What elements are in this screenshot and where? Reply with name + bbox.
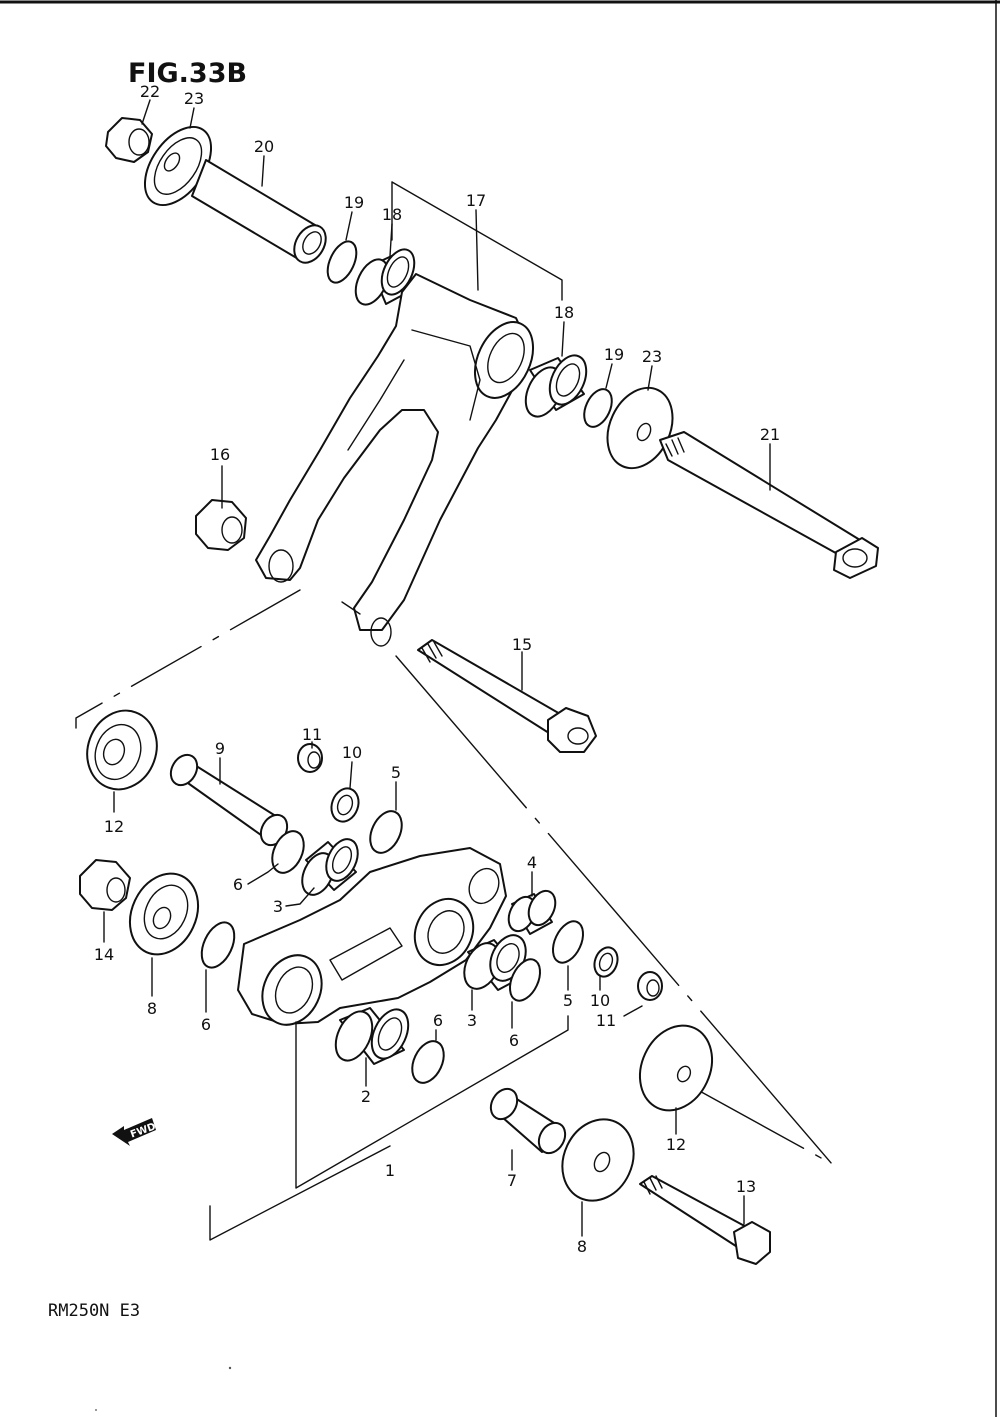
part-19-o-ring-left xyxy=(326,240,358,284)
part-2-bearing xyxy=(334,1007,410,1065)
part-11-cap-lower xyxy=(637,971,663,1001)
callout-6-right: 6 xyxy=(509,1031,519,1050)
callout-16: 16 xyxy=(210,445,230,464)
scan-speck xyxy=(95,1409,97,1411)
callout-5-right: 5 xyxy=(563,991,573,1010)
callout-14: 14 xyxy=(94,945,114,964)
part-22-nut xyxy=(105,117,153,163)
part-21-bolt xyxy=(659,431,879,579)
part-9-spacer xyxy=(169,753,289,847)
part-6-o-ring-left xyxy=(200,921,236,969)
part-15-bolt xyxy=(417,639,597,753)
callout-5-upper: 5 xyxy=(391,763,401,782)
part-13-bolt xyxy=(639,1175,771,1265)
figure-title: FIG.33B xyxy=(128,58,247,89)
callout-8-left: 8 xyxy=(147,999,157,1018)
part-6-o-ring-upper-left xyxy=(271,830,305,874)
bracket-1 xyxy=(209,1015,569,1241)
callout-12-right: 12 xyxy=(666,1135,686,1154)
assembly-line-arrow xyxy=(341,601,361,615)
callout-6-left: 6 xyxy=(201,1015,211,1034)
callout-4: 4 xyxy=(527,853,537,872)
part-8-dust-seal-left xyxy=(128,872,200,956)
callout-8-right: 8 xyxy=(577,1237,587,1256)
part-12-dust-seal-right xyxy=(639,1024,713,1112)
callout-7: 7 xyxy=(507,1171,517,1190)
part-14-nut xyxy=(79,859,131,911)
callout-23-right: 23 xyxy=(642,347,662,366)
callout-21: 21 xyxy=(760,425,780,444)
part-1-cushion-rod xyxy=(237,847,507,1026)
part-11-cap-upper xyxy=(297,743,323,773)
callout-numbers: 22 23 20 19 18 17 18 19 23 21 16 15 11 1… xyxy=(94,82,780,1256)
callout-3-left: 3 xyxy=(273,897,283,916)
part-5-o-ring-right xyxy=(551,920,585,964)
part-6-o-ring-right xyxy=(508,958,542,1002)
scan-speck xyxy=(228,1366,232,1370)
part-18-bearing-right xyxy=(524,354,588,418)
part-3-bearing-left xyxy=(301,838,359,896)
assembly-line-right xyxy=(395,655,833,1165)
part-8-dust-seal-right xyxy=(561,1118,635,1202)
callout-3-right: 3 xyxy=(467,1011,477,1030)
assembly-line-left xyxy=(75,589,301,729)
part-19-o-ring-right xyxy=(583,388,613,428)
callout-11-lower: 11 xyxy=(596,1011,616,1030)
part-7-spacer xyxy=(489,1087,567,1155)
callout-2: 2 xyxy=(361,1087,371,1106)
part-6-o-ring-lower xyxy=(411,1040,445,1084)
part-12-dust-seal-left xyxy=(86,709,158,791)
callout-9: 9 xyxy=(215,739,225,758)
part-20-collar xyxy=(191,159,327,264)
callout-19-right: 19 xyxy=(604,345,624,364)
callout-10-upper: 10 xyxy=(342,743,362,762)
fwd-label: FWD xyxy=(129,1121,157,1140)
callout-12-left: 12 xyxy=(104,817,124,836)
callout-17: 17 xyxy=(466,191,486,210)
callout-15: 15 xyxy=(512,635,532,654)
callout-18-right: 18 xyxy=(554,303,574,322)
part-10-washer-lower xyxy=(593,946,619,978)
part-4-collar xyxy=(507,889,557,935)
part-5-o-ring-upper xyxy=(369,810,403,854)
callout-19-left: 19 xyxy=(344,193,364,212)
callout-10-lower: 10 xyxy=(590,991,610,1010)
callout-18-left: 18 xyxy=(382,205,402,224)
callout-22: 22 xyxy=(140,82,160,101)
leader-lines xyxy=(103,99,771,1237)
callout-20: 20 xyxy=(254,137,274,156)
part-10-washer-upper xyxy=(330,787,360,823)
callout-11-upper: 11 xyxy=(302,725,322,744)
callout-6-upper: 6 xyxy=(233,875,243,894)
part-17-cushion-lever xyxy=(255,273,535,647)
fwd-arrow-icon: FWD xyxy=(112,1118,157,1146)
callout-23-left: 23 xyxy=(184,89,204,108)
callout-6-lower: 6 xyxy=(433,1011,443,1030)
callout-13: 13 xyxy=(736,1177,756,1196)
model-code: RM250N E3 xyxy=(48,1301,140,1321)
part-16-nut xyxy=(195,499,247,551)
callout-1: 1 xyxy=(385,1161,395,1180)
part-18-bearing-left xyxy=(354,248,416,306)
